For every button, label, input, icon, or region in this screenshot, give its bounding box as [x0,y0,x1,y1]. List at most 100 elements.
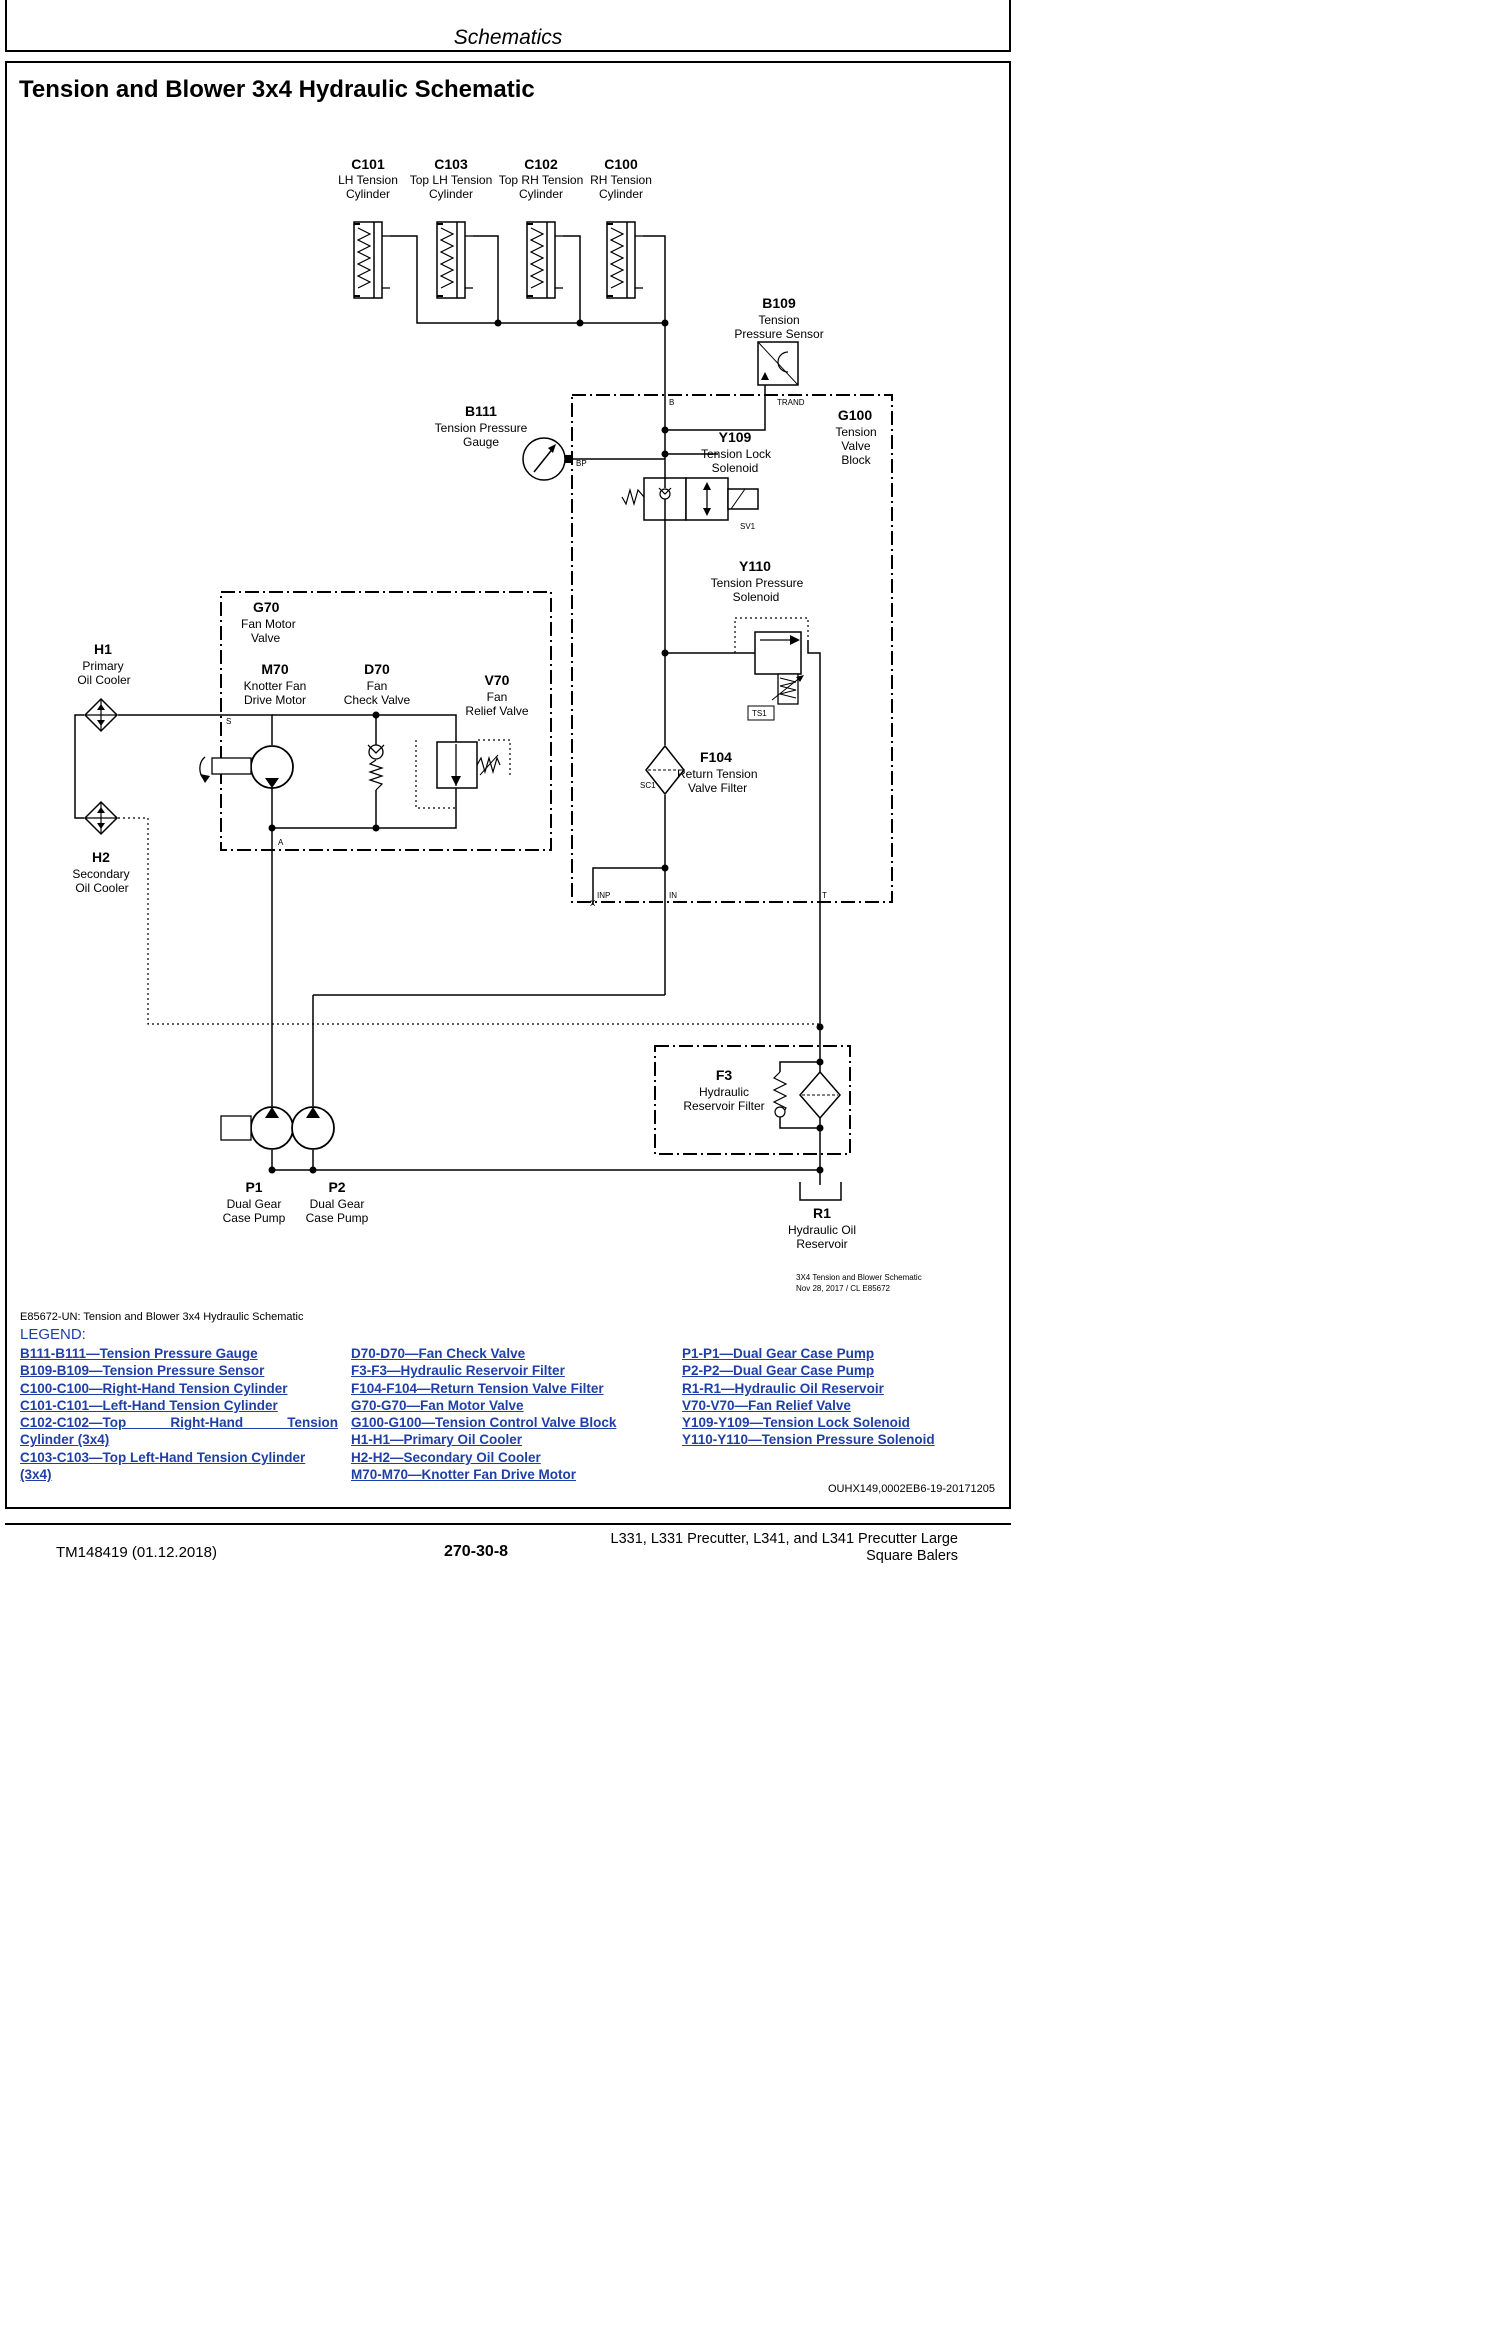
legend-item[interactable]: D70-D70—Fan Check Valve [351,1346,526,1361]
legend-item[interactable]: Cylinder (3x4) [20,1432,110,1448]
legend-item[interactable]: R1-R1—Hydraulic Oil Reservoir [682,1380,884,1396]
d70-code: D70 [364,661,390,677]
port-b: B [669,398,674,407]
legend-column-1: B111-B111—Tension Pressure Gauge B109-B1… [20,1345,338,1483]
legend-item[interactable]: P1-P1—Dual Gear Case Pump [682,1346,875,1361]
legend-column-3: P1-P1—Dual Gear Case Pump P2-P2—Dual Gea… [682,1345,1002,1449]
r1-hydraulic-reservoir [799,1182,842,1201]
legend-item[interactable]: Y109-Y109—Tension Lock Solenoid [682,1415,910,1431]
footer-tm-number: TM148419 (01.12.2018) [56,1544,217,1561]
port-s: S [226,717,231,726]
c101-code: C101 [351,156,385,172]
c102-cylinder [526,221,564,299]
g100-desc-1: Tension [835,425,876,439]
port-sc1: SC1 [640,781,656,790]
footer-model-line-2: Square Balers [866,1548,958,1564]
b111-desc-1: Tension Pressure [435,421,528,435]
port-x: X [590,899,596,908]
legend-item[interactable]: M70-M70—Knotter Fan Drive Motor [351,1467,577,1483]
y109-code: Y109 [719,429,752,445]
f3-code: F3 [716,1067,733,1083]
r1-desc-1: Hydraulic Oil [788,1223,856,1237]
v70-fan-relief-valve [436,741,501,789]
f3-filter-outline [654,1045,851,1155]
legend-item[interactable]: F104-F104—Return Tension Valve Filter [351,1380,604,1396]
footer-page-number: 270-30-8 [444,1543,509,1560]
p2-code: P2 [328,1179,345,1195]
f104-code: F104 [700,749,732,765]
g70-valve-outline [220,591,552,851]
legend-item[interactable]: V70-V70—Fan Relief Valve [682,1397,851,1413]
drawing-stamp-1: 3X4 Tension and Blower Schematic [796,1273,922,1282]
legend-item[interactable]: C102-C102—Top Right-Hand Tension [20,1415,338,1431]
m70-fan-drive-motor [199,745,294,789]
legend-item[interactable]: Y110-Y110—Tension Pressure Solenoid [682,1432,935,1448]
y110-desc-1: Tension Pressure [711,576,804,590]
hydraulic-schematic: C101 LH Tension Cylinder C103 Top LH Ten… [72,156,922,1293]
legend-item[interactable]: B111-B111—Tension Pressure Gauge [20,1346,258,1361]
h1-desc-1: Primary [82,659,123,673]
y109-desc-1: Tension Lock [701,447,772,461]
f104-return-filter [645,744,685,796]
b111-code: B111 [465,403,497,419]
p1-pump [220,1106,294,1150]
d70-fan-check-valve [367,744,385,791]
c103-desc-1: Top LH Tension [410,173,493,187]
v70-desc-2: Relief Valve [465,704,528,718]
legend-item[interactable]: P2-P2—Dual Gear Case Pump [682,1363,875,1379]
port-a: A [278,838,284,847]
legend-item[interactable]: H1-H1—Primary Oil Cooler [351,1432,523,1448]
g70-desc-2: Valve [251,631,280,645]
b109-code: B109 [762,295,796,311]
g100-code: G100 [838,407,872,423]
legend-item[interactable]: H2-H2—Secondary Oil Cooler [351,1449,541,1465]
y110-desc-2: Solenoid [733,590,780,604]
drain-lines [118,617,820,1025]
d70-desc-2: Check Valve [344,693,411,707]
legend-item[interactable]: B109-B109—Tension Pressure Sensor [20,1363,265,1379]
g100-valve-block-outline [571,394,893,903]
h1-code: H1 [94,641,112,657]
header-frame [5,0,1011,52]
f104-desc-2: Valve Filter [688,781,747,795]
c102-desc-1: Top RH Tension [499,173,584,187]
c103-cylinder [436,221,474,299]
junction-dots [268,319,824,1174]
legend-item[interactable]: C101-C101—Left-Hand Tension Cylinder [20,1397,278,1413]
port-t: T [822,891,827,900]
port-in: IN [669,891,677,900]
v70-desc-1: Fan [487,690,508,704]
f104-desc-1: Return Tension [677,767,758,781]
content-frame [5,61,1011,1509]
legend-item[interactable]: G100-G100—Tension Control Valve Block [351,1415,617,1431]
y109-desc-2: Solenoid [712,461,759,475]
port-sv1: SV1 [740,522,756,531]
y109-lock-solenoid-valve [621,477,759,521]
m70-desc-1: Knotter Fan [244,679,307,693]
footer-model-line-1: L331, L331 Precutter, L341, and L341 Pre… [610,1531,958,1547]
legend-item[interactable]: C100-C100—Right-Hand Tension Cylinder [20,1380,288,1396]
legend-item[interactable]: C103-C103—Top Left-Hand Tension Cylinder [20,1449,306,1465]
v70-code: V70 [485,672,510,688]
p2-desc-1: Dual Gear [310,1197,365,1211]
g100-desc-3: Block [841,453,871,467]
c100-code: C100 [604,156,638,172]
y110-code: Y110 [739,558,771,574]
c102-desc-2: Cylinder [519,187,563,201]
port-inp: INP [597,891,610,900]
g70-desc-1: Fan Motor [241,617,296,631]
c101-desc-1: LH Tension [338,173,398,187]
legend-item[interactable]: G70-G70—Fan Motor Valve [351,1397,524,1413]
g70-code: G70 [253,599,280,615]
b111-desc-2: Gauge [463,435,499,449]
f3-desc-1: Hydraulic [699,1085,749,1099]
h2-desc-1: Secondary [72,867,129,881]
b111-pressure-gauge [522,437,572,481]
h2-code: H2 [92,849,110,865]
b109-desc-2: Pressure Sensor [734,327,823,341]
legend-item[interactable]: (3x4) [20,1467,52,1483]
h1-desc-2: Oil Cooler [77,673,130,687]
legend-column-2: D70-D70—Fan Check Valve F3-F3—Hydraulic … [351,1345,671,1483]
legend-item[interactable]: F3-F3—Hydraulic Reservoir Filter [351,1363,565,1379]
p1-desc-2: Case Pump [223,1211,286,1225]
